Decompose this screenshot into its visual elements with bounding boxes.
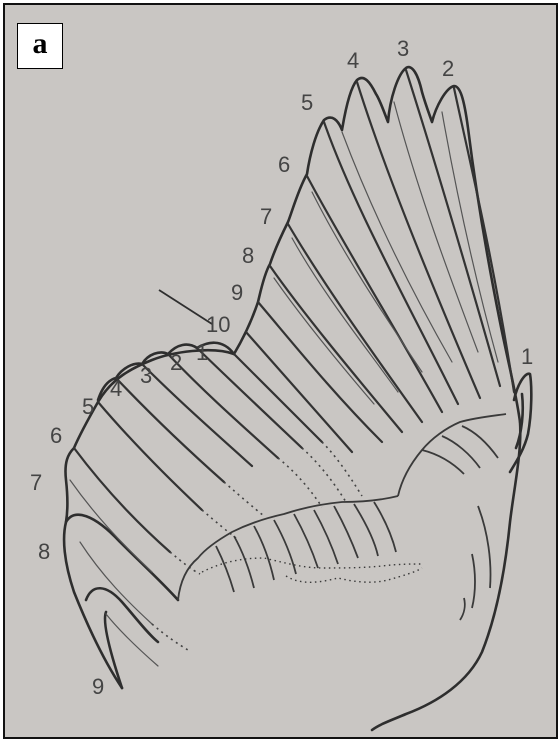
- figure-panel: a: [3, 3, 558, 739]
- primary-labels: 1 2 3 4 5 6 7 8 9 10: [206, 36, 533, 369]
- primary-label-8: 8: [242, 243, 254, 268]
- secondary-label-2: 2: [170, 350, 182, 375]
- wing-outline: [64, 67, 531, 730]
- primary-label-10: 10: [206, 312, 230, 337]
- primary-label-1: 1: [521, 344, 533, 369]
- secondary-label-1: 1: [196, 340, 208, 365]
- primary-label-6: 6: [278, 152, 290, 177]
- secondary-label-7: 7: [30, 470, 42, 495]
- primary-label-4: 4: [347, 48, 359, 73]
- secondary-label-3: 3: [140, 363, 152, 388]
- secondary-label-8: 8: [38, 539, 50, 564]
- secondary-label-9: 9: [92, 674, 104, 699]
- primary-label-7: 7: [260, 204, 272, 229]
- wing-diagram: 1 2 3 4 5 6 7 8 9 10 1 2 3 4 5 6 7 8 9: [5, 5, 556, 737]
- panel-label: a: [17, 23, 63, 69]
- primary-label-9: 9: [231, 280, 243, 305]
- primary-shafts: [246, 70, 514, 452]
- primary-label-2: 2: [442, 56, 454, 81]
- secondary-label-5: 5: [82, 394, 94, 419]
- primary-label-5: 5: [301, 90, 313, 115]
- secondary-label-4: 4: [110, 376, 122, 401]
- primary-label-3: 3: [397, 36, 409, 61]
- leader-line-10: [159, 290, 212, 324]
- secondary-label-6: 6: [50, 423, 62, 448]
